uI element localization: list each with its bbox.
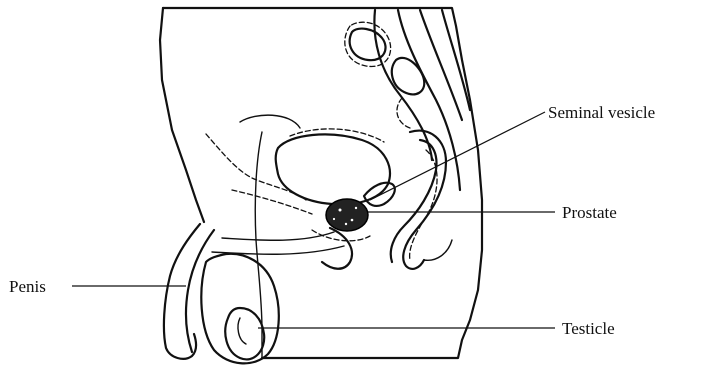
prostate-gland (326, 199, 368, 231)
label-seminal-vesicle: Seminal vesicle (548, 103, 655, 122)
label-testicle: Testicle (562, 319, 615, 338)
scrotum (201, 254, 278, 364)
label-prostate: Prostate (562, 203, 617, 222)
leader-seminal-vesicle (370, 112, 545, 200)
label-penis: Penis (9, 277, 46, 296)
rectum (391, 131, 452, 269)
sacrum-structures (345, 10, 470, 190)
penis-shape (164, 224, 352, 359)
pelvic-floor (206, 115, 370, 358)
